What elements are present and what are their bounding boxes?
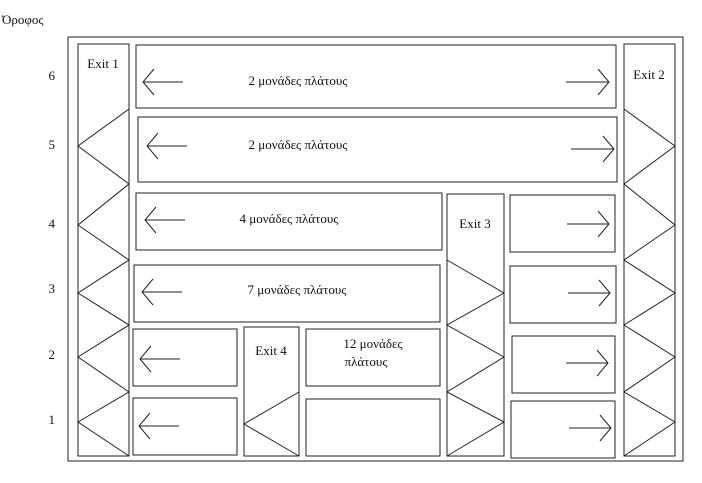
floor-label-4: 4 [49, 216, 56, 231]
corridor-floor5-width-label: 2 μονάδες πλάτους [249, 137, 349, 152]
exit1-stair-zigzag [77, 108, 130, 457]
corridor-floor6 [135, 44, 617, 109]
floor-label-1: 1 [49, 412, 56, 427]
exit2-stairwell [623, 43, 676, 457]
exit1-label: Exit 1 [87, 56, 118, 71]
arrow-left-floor3 [141, 278, 182, 306]
arrow-left-floor5 [146, 132, 187, 160]
arrow-right-floor4 [567, 210, 610, 238]
exit4-label: Exit 4 [255, 343, 287, 358]
axis-title: Όροφος [1, 12, 44, 27]
arrow-right-floor1 [569, 414, 612, 442]
exit3-stair-zigzag [445, 259, 506, 457]
corridor-floor6-width-label: 2 μονάδες πλάτους [249, 73, 349, 88]
corridor-floor3-right [509, 265, 617, 324]
corridor-floor1-right [510, 400, 616, 459]
corridor-floor4-left [135, 192, 443, 251]
floor-label-5: 5 [49, 137, 56, 152]
corridor-floor3-left [133, 264, 441, 323]
corridor-floor2-right [511, 335, 616, 394]
exit4-stair-wedge [243, 391, 300, 457]
arrow-left-floor6 [142, 68, 183, 96]
exit3-stairwell [446, 193, 505, 457]
room-floor1-left [132, 397, 238, 456]
arrow-right-floor3 [568, 279, 611, 307]
arrow-left-floor1 [138, 412, 179, 440]
corridor-floor5 [137, 116, 618, 183]
exit1-stairwell [77, 43, 130, 457]
arrow-right-floor6 [566, 68, 610, 96]
exit3-label: Exit 3 [459, 216, 490, 231]
exit2-stair-zigzag [623, 108, 676, 457]
arrow-left-floor4 [144, 206, 185, 234]
floor-label-2: 2 [49, 347, 56, 362]
arrow-left-floor2 [139, 345, 180, 373]
building-frame [67, 36, 684, 462]
floor-label-6: 6 [49, 68, 56, 83]
exit2-label: Exit 2 [633, 67, 664, 82]
floor-label-3: 3 [49, 281, 56, 296]
arrow-right-floor5 [571, 135, 615, 163]
corridor-floor3-width-label: 7 μονάδες πλάτους [248, 282, 348, 297]
corridor-floor4-right [509, 194, 616, 253]
room-floor2-width-label-line2: πλάτους [345, 354, 389, 369]
corridor-floor4-width-label: 4 μονάδες πλάτους [240, 211, 340, 226]
room-floor2-left [132, 328, 238, 387]
exit4-stairwell [243, 326, 300, 457]
arrow-right-floor2 [566, 349, 609, 377]
room-floor2-middle [305, 328, 441, 387]
room-floor1-middle [305, 398, 441, 457]
room-floor2-width-label-line1: 12 μονάδες [343, 336, 403, 351]
